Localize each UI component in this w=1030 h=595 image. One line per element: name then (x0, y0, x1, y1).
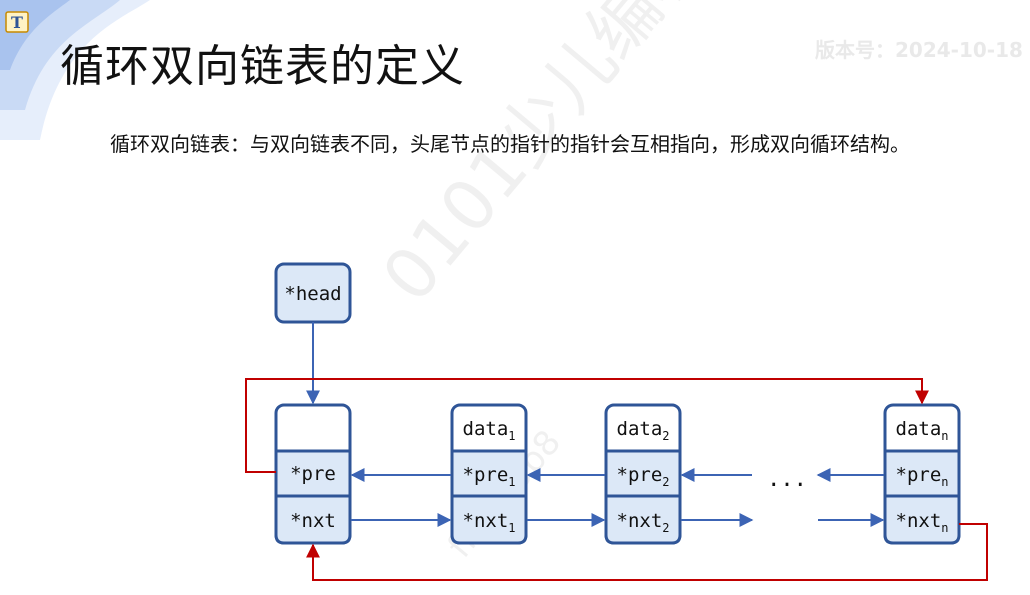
slide-description: 循环双向链表：与双向链表不同，头尾节点的指针的指针会互相指向，形成双向循环结构。 (110, 132, 910, 156)
logo-letter: T (11, 13, 23, 32)
node-1-pre-label: *pre1 (463, 464, 516, 489)
list-node-1: data1 *pre1 *nxt1 (450, 403, 528, 545)
node-2-nxt-cell (604, 494, 682, 545)
head-label: *head (284, 283, 341, 305)
node-n-pre-label: *pren (896, 464, 949, 489)
version-stamp: 版本号：2024-10-18 (815, 38, 1023, 62)
slide-title: 循环双向链表的定义 (60, 41, 465, 92)
node-1-pre-cell (450, 449, 528, 498)
head-node-nxt-cell (274, 494, 352, 545)
arrow-tail-nxt-to-head (306, 523, 988, 581)
head-node: *pre *nxt (274, 403, 352, 545)
list-node-2: data2 *pre2 *nxt2 (604, 403, 682, 545)
node-n-nxt-cell (883, 494, 961, 545)
logo-icon (5, 11, 29, 33)
head-node-nxt-label: *nxt (290, 510, 336, 532)
node-n-pre-cell (883, 449, 961, 498)
node-1-data-label: data1 (463, 418, 516, 443)
head-node-pre-cell (274, 449, 352, 498)
list-node-n: datan *pren *nxtn (883, 403, 961, 545)
head-node-pre-label: *pre (290, 463, 336, 485)
node-n-data-label: datan (896, 418, 949, 443)
node-2-nxt-label: *nxt2 (617, 510, 670, 535)
node-2-pre-label: *pre2 (617, 464, 670, 489)
corner-decoration: T (0, 0, 150, 140)
node-2-data-label: data2 (617, 418, 670, 443)
node-1-nxt-label: *nxt1 (463, 510, 516, 535)
arrow-head-pre-to-tail (245, 378, 929, 473)
ellipsis-text: ... (767, 467, 807, 492)
node-n-nxt-label: *nxtn (896, 510, 949, 535)
node-1-nxt-cell (450, 494, 528, 545)
head-pointer-box: *head (274, 262, 352, 324)
